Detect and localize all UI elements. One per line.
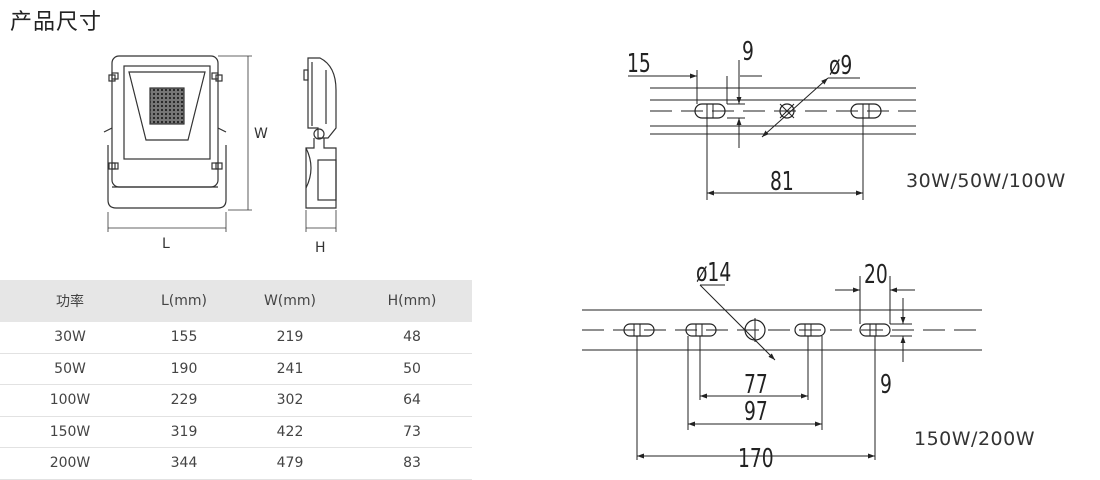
mounting-slot bbox=[694, 103, 726, 119]
length-label: L bbox=[162, 236, 170, 252]
cell-height: 73 bbox=[352, 416, 472, 448]
width-dimension bbox=[218, 55, 252, 211]
mounting-slot bbox=[794, 323, 826, 337]
cell-width: 302 bbox=[228, 384, 352, 417]
cell-width: 422 bbox=[228, 416, 352, 448]
mounting-slot bbox=[685, 323, 717, 337]
bracket-large-slot-height-value: 9 bbox=[880, 369, 892, 400]
page-title: 产品尺寸 bbox=[10, 10, 103, 35]
bracket-large-drawing bbox=[582, 276, 982, 460]
cell-width: 219 bbox=[228, 322, 352, 354]
table-header-row: 功率 L(mm) W(mm) H(mm) bbox=[0, 280, 472, 322]
floodlight-housing bbox=[103, 55, 227, 209]
table-row: 100W 229 302 64 bbox=[0, 384, 472, 417]
width-label: W bbox=[254, 126, 268, 142]
bracket-small-hole-diameter-value: ø9 bbox=[829, 50, 852, 81]
front-view bbox=[103, 55, 252, 232]
cell-height: 64 bbox=[352, 384, 472, 417]
header-height: H(mm) bbox=[352, 280, 472, 322]
bracket-small-model-label: 30W/50W/100W bbox=[906, 170, 1066, 192]
table-row: 150W 319 422 73 bbox=[0, 416, 472, 448]
header-width: W(mm) bbox=[228, 280, 352, 322]
bracket-small-slot-height-value: 9 bbox=[742, 36, 754, 67]
floodlight-side-profile bbox=[303, 57, 337, 209]
bracket-large-mid-spacing-value: 97 bbox=[744, 396, 768, 427]
bracket-large-hole-diameter-value: ø14 bbox=[696, 257, 731, 288]
table-row: 50W 190 241 50 bbox=[0, 353, 472, 385]
cell-length: 155 bbox=[140, 322, 228, 354]
cell-power: 200W bbox=[0, 447, 140, 480]
cell-width: 241 bbox=[228, 353, 352, 385]
cell-height: 83 bbox=[352, 447, 472, 480]
side-view bbox=[303, 57, 337, 232]
bracket-large-slot-width-value: 20 bbox=[864, 259, 888, 290]
header-length: L(mm) bbox=[140, 280, 228, 322]
bracket-small-drawing bbox=[628, 60, 916, 200]
cell-height: 48 bbox=[352, 322, 472, 354]
bracket-large-model-label: 150W/200W bbox=[914, 428, 1036, 450]
cell-length: 190 bbox=[140, 353, 228, 385]
height-label: H bbox=[315, 240, 326, 256]
cell-power: 50W bbox=[0, 353, 140, 385]
cell-height: 50 bbox=[352, 353, 472, 385]
led-chip-array bbox=[149, 87, 185, 125]
bracket-small-spacing-value: 81 bbox=[770, 166, 794, 197]
bracket-small-offset-value: 15 bbox=[627, 48, 651, 79]
header-power: 功率 bbox=[0, 280, 140, 322]
bracket-large-inner-spacing-value: 77 bbox=[744, 369, 768, 400]
mounting-slot bbox=[850, 103, 882, 119]
length-dimension bbox=[107, 212, 227, 232]
cell-power: 150W bbox=[0, 416, 140, 448]
bracket-large-outer-spacing-value: 170 bbox=[738, 443, 774, 474]
cell-power: 30W bbox=[0, 322, 140, 354]
mounting-slot bbox=[623, 323, 655, 337]
cell-width: 479 bbox=[228, 447, 352, 480]
cell-length: 229 bbox=[140, 384, 228, 417]
dimension-spec-table: 功率 L(mm) W(mm) H(mm) 30W 155 219 48 50W … bbox=[0, 280, 472, 480]
table-row: 30W 155 219 48 bbox=[0, 322, 472, 354]
cell-power: 100W bbox=[0, 384, 140, 417]
hole-diameter-leader bbox=[699, 284, 776, 361]
hole-diameter-leader bbox=[761, 77, 829, 138]
table-row: 200W 344 479 83 bbox=[0, 447, 472, 480]
cell-length: 344 bbox=[140, 447, 228, 480]
height-dimension bbox=[305, 210, 337, 232]
cell-length: 319 bbox=[140, 416, 228, 448]
